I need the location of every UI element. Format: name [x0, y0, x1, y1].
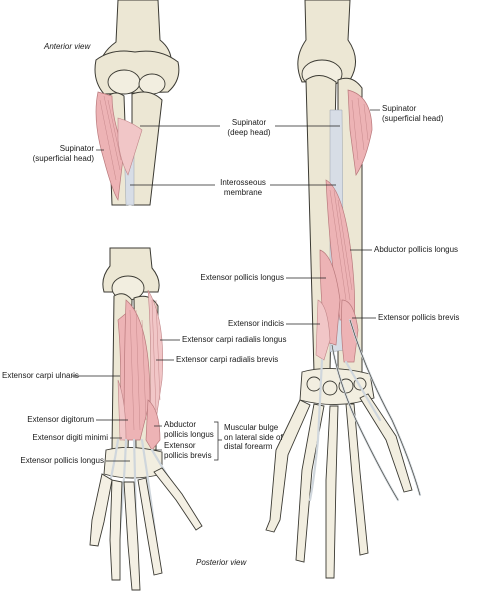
label-extensor-carpi-radialis-brevis: Extensor carpi radialis brevis: [176, 355, 279, 364]
label-extensor-pollicis-brevis-right: Extensor pollicis brevis: [378, 313, 460, 322]
anterior-elbow-view: [94, 0, 180, 206]
label-interosseous-membrane: Interosseous membrane: [220, 178, 266, 197]
label-abductor-pollicis-longus-left: Abductor pollicis longus: [164, 420, 214, 439]
label-muscular-bulge: Muscular bulge on lateral side of distal…: [224, 423, 283, 451]
label-extensor-carpi-radialis-longus: Extensor carpi radialis longus: [182, 335, 287, 344]
posterior-superficial-view: [89, 247, 203, 591]
label-supinator-superficial-right: Supinator (superficial head): [382, 104, 444, 123]
label-extensor-pollicis-longus-left: Extensor pollicis longus: [20, 456, 104, 465]
label-extensor-pollicis-brevis-left: Extensor pollicis brevis: [164, 441, 212, 460]
posterior-deep-view: [265, 0, 422, 579]
label-extensor-carpi-ulnaris: Extensor carpi ulnaris: [2, 371, 79, 380]
anterior-view-title: Anterior view: [44, 42, 91, 51]
label-extensor-pollicis-longus-right: Extensor pollicis longus: [200, 273, 284, 282]
posterior-view-title: Posterior view: [196, 558, 247, 567]
label-supinator-superficial-left: Supinator (superficial head): [32, 144, 94, 163]
label-extensor-indicis: Extensor indicis: [227, 319, 284, 328]
label-supinator-deep: Supinator (deep head): [227, 118, 271, 137]
label-extensor-digitorum: Extensor digitorum: [27, 415, 94, 424]
label-extensor-digiti-minimi: Extensor digiti minimi: [32, 433, 108, 442]
leader-lines: [72, 109, 380, 462]
label-abductor-pollicis-longus-right: Abductor pollicis longus: [374, 245, 459, 254]
